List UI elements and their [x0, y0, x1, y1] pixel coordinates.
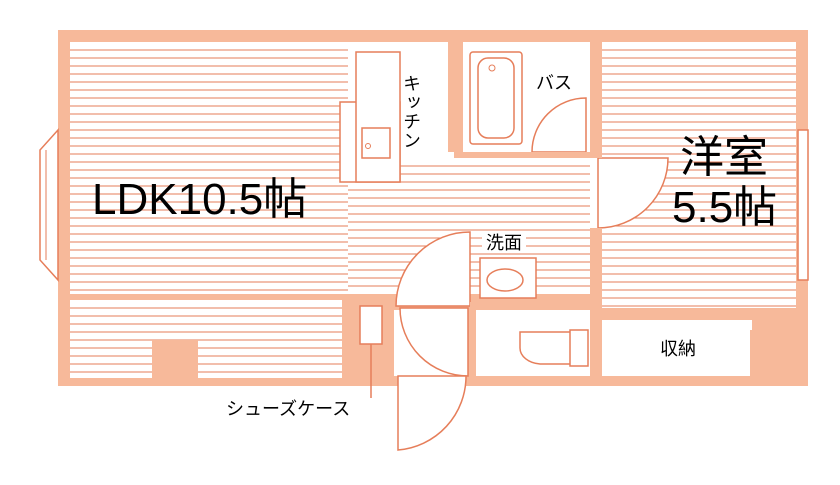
entrance-door	[397, 375, 467, 451]
storage-floor	[602, 320, 752, 376]
western-door	[597, 157, 669, 229]
bath-wall	[454, 42, 463, 152]
storage-label: 収納	[660, 339, 696, 359]
bay-window	[39, 128, 59, 282]
pillar	[152, 340, 198, 378]
shoe-case	[359, 305, 383, 345]
western-room-label-line2: 5.5帖	[672, 183, 778, 232]
right-window	[797, 129, 809, 281]
ldk-floor	[70, 42, 348, 294]
washroom-label: 洗面	[482, 234, 526, 252]
ldk-partition	[70, 294, 348, 300]
bath-door	[531, 97, 587, 153]
ldk-lower-floor	[70, 300, 342, 378]
washroom-door	[395, 231, 471, 307]
western-room-label-line1: 洋室	[680, 133, 768, 182]
western-wall	[590, 42, 602, 158]
sink	[361, 127, 391, 159]
shoe-case-label: シューズケース	[222, 400, 355, 418]
bath-label: バス	[536, 73, 572, 93]
kitchen-label: キッチン	[401, 72, 421, 152]
kitchen-unit	[355, 51, 401, 183]
ldk-label: LDK10.5帖	[92, 175, 308, 224]
